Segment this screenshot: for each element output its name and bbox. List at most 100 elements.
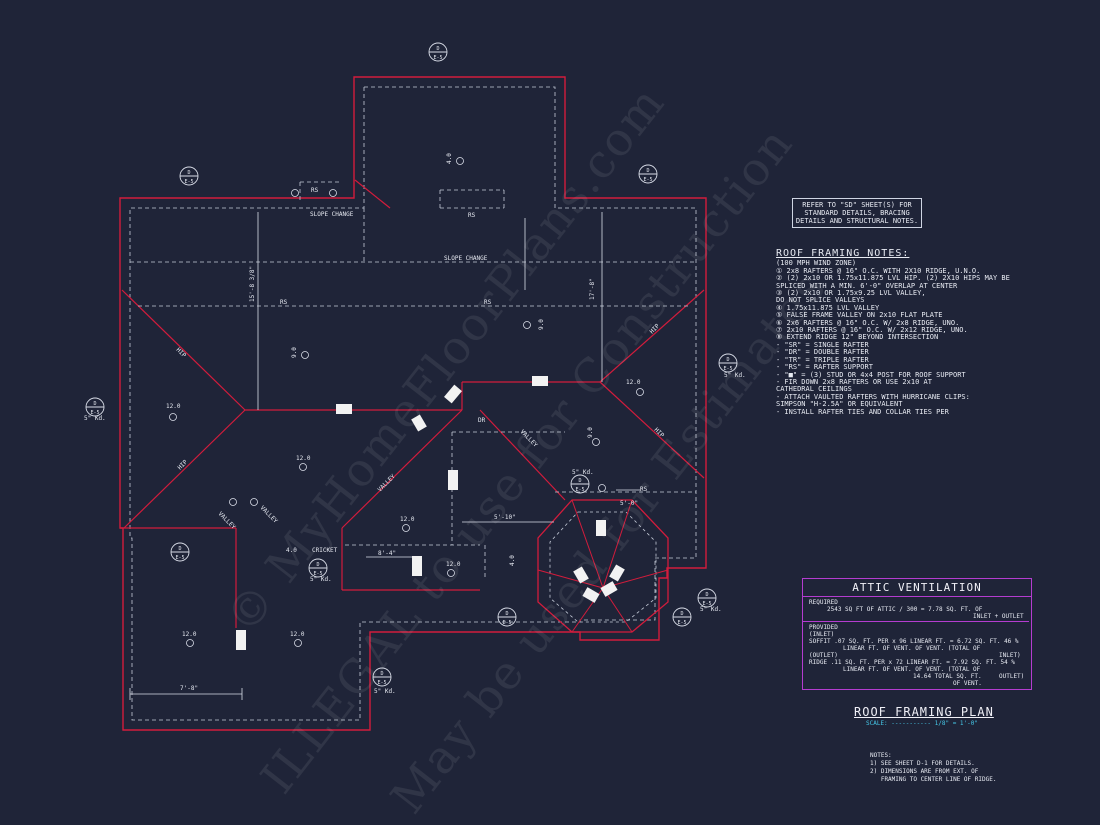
callout-d-1: D [436,46,439,52]
note-item: DO NOT SPLICE VALLEYS [776,296,865,305]
callout-e-12: E-5 [677,620,686,626]
note-item: ⑥ 2x6 RAFTERS @ 16" O.C. W/ 2x8 RIDGE, U… [776,318,960,327]
callout-d-10: D [380,671,383,677]
label-dr: DR [478,417,486,424]
label-hip-a: HIP [175,346,188,359]
callout-e-5: E-5 [723,366,732,372]
callout-d-11: D [505,611,508,617]
attic-soffit-row3: INLET) [999,652,1021,659]
note-item: ③ (2) 2x10 OR 1.75x9.25 LVL VALLEY, [776,289,926,298]
callout-e-7: E-5 [313,571,322,577]
attic-required-row2: INLET + OUTLET [973,613,1024,620]
callout-d-5: D [726,357,729,363]
callout-e-8: E-5 [575,487,584,493]
knee-label-6: 5" Kd. [374,688,396,695]
note-item: ④ 1.75x11.875 LVL VALLEY [776,303,880,312]
dim-label-1: 5'-10" [494,514,516,521]
callout-d-6: D [178,546,181,552]
attic-total-row2: OF VENT. [953,680,982,687]
footnotes: NOTES: 1) SEE SHEET D-1 FOR DETAILS. 2) … [870,752,997,783]
attic-provided-label: PROVIDED [809,624,838,631]
label-rs-upper: RS [468,212,476,219]
callout-e-3: E-5 [643,177,652,183]
note-item: ① 2x8 RAFTERS @ 16" O.C. WITH 2X10 RIDGE… [776,266,981,275]
callout-d-9: D [705,592,708,598]
label-slope-change-a: SLOPE CHANGE [310,211,354,218]
callout-e-10: E-5 [377,680,386,686]
label-slope-change-b: SLOPE CHANGE [444,255,488,262]
label-valley-a: VALLEY [376,473,397,494]
pitch-label-12: 4.0 [286,547,297,554]
label-hip-d: HIP [653,426,666,439]
pitch-label-6: 12.0 [400,516,415,523]
attic-title: ATTIC VENTILATION [803,579,1031,597]
callout-d-7: D [316,562,319,568]
note-item: - ATTACH VAULTED RAFTERS WITH HURRICANE … [776,392,970,401]
attic-total-row: 14.64 TOTAL SQ. FT. [913,673,982,680]
note-item: - INSTALL RAFTER TIES AND COLLAR TIES PE… [776,407,949,416]
attic-ridge-row3: OUTLET) [999,673,1025,680]
label-rs-mid: RS [484,299,492,306]
label-hip-b: HIP [176,459,189,472]
note-item: - "DR" = DOUBLE RAFTER [776,348,869,357]
note-item: (100 MPH WIND ZONE) [776,259,857,268]
note-item: ⑧ EXTEND RIDGE 12" BEYOND INTERSECTION [776,333,939,342]
pitch-label-11: 4.0 [446,153,453,164]
note-item: - FIR DOWN 2x8 RAFTERS OR USE 2x10 AT [776,377,932,386]
note-item: SPLICED WITH A MIN. 6'-0" OVERLAP AT CEN… [776,281,958,290]
pitch-label-10: 9.0 [587,427,594,438]
pitch-label-3: 12.0 [182,631,197,638]
dim-label-5: 17'-8" [589,278,596,300]
structural-note: REFER TO "SD" SHEET(S) FOR STANDARD DETA… [792,198,922,228]
callout-letters: D E-5 D E-5 D E-5 D E-5 D E-5 D E-5 D E-… [90,46,732,686]
pitch-label-1: 12.0 [166,403,181,410]
pitch-label-7: 12.0 [446,561,461,568]
label-rs-entry: RS [640,486,648,493]
knee-label-1: 5" Kd. [84,415,106,422]
pitch-label-9: 9.0 [538,319,545,330]
framing-note-markers [169,157,644,647]
attic-ridge-row2: LINEAR FT. OF VENT. OF VENT. (TOTAL OF [843,666,981,673]
callout-d-8: D [578,478,581,484]
label-hip-c: HIP [648,323,661,336]
label-valley-d: VALLEY [259,504,280,525]
pitch-label-8: 9.0 [291,347,298,358]
dim-label-2: 5'-0" [620,500,638,507]
roof-framing-notes: ROOF FRAMING NOTES: (100 MPH WIND ZONE) … [776,248,1016,416]
knee-label-4: 5" Kd. [310,576,332,583]
callout-e-2: E-5 [184,179,193,185]
plan-title: ROOF FRAMING PLAN [854,705,994,719]
note-item: ⑤ FALSE FRAME VALLEY ON 2x10 FLAT PLATE [776,311,943,320]
dim-label-3: 8'-4" [378,550,396,557]
exterior-wall-outline [119,76,707,731]
callout-d-2: D [187,170,190,176]
pitch-label-13: 4.0 [509,555,516,566]
note-item: ② (2) 2x10 OR 1.75x11.875 LVL HIP. (2) 2… [776,274,1010,283]
attic-ventilation-table: ATTIC VENTILATION REQUIRED 2543 SQ FT OF… [802,578,1032,690]
octagonal-bay [537,499,669,633]
knee-label-2: 5" Kd. [724,372,746,379]
note-item: - "TR" = TRIPLE RAFTER [776,355,869,364]
callout-e-11: E-5 [502,620,511,626]
note-item: - "SR" = SINGLE RAFTER [776,340,869,349]
attic-required-label: REQUIRED [809,599,838,606]
callout-e-6: E-5 [175,555,184,561]
attic-soffit-row2: LINEAR FT. OF VENT. OF VENT. (TOTAL OF [843,645,981,652]
knee-label-3: 5" Kd. [572,469,594,476]
attic-soffit-row: SOFFIT .07 SQ. FT. PER x 96 LINEAR FT. =… [809,638,1019,645]
attic-inlet-label: (INLET) [809,631,835,638]
label-valley-b: VALLEY [519,428,540,449]
note-item: SIMPSON "H-2.5A" OR EQUIVALENT [776,400,903,409]
note-item: CATHEDRAL CEILINGS [776,385,852,394]
label-cricket: CRICKET [312,547,338,554]
knee-label-5: 5" Kd. [700,606,722,613]
rafter-support-posts [236,376,625,650]
callout-d-4: D [93,401,96,407]
note-item: - "RS" = RAFTER SUPPORT [776,363,873,372]
pitch-label-5: 12.0 [296,455,311,462]
callout-d-3: D [646,168,649,174]
callout-e-1: E-5 [433,55,442,61]
note-item: ⑦ 2x10 RAFTERS @ 16" O.C. W/ 2x12 RIDGE,… [776,326,968,335]
label-rs-left: RS [280,299,288,306]
